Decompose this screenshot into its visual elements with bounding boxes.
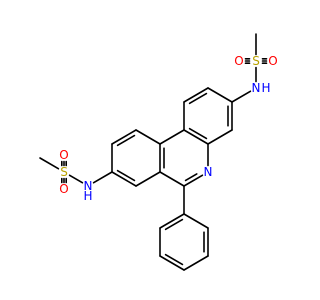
- bond-a2-r1-inner: [188, 92, 208, 105]
- bond-N1-a3: [231, 90, 252, 103]
- bond-layer: [39, 33, 268, 271]
- bond-N5-C6: [183, 174, 204, 187]
- bond-b6-r2: [159, 129, 185, 145]
- atom-label-n5: N: [204, 165, 213, 179]
- bond-N5-C6-inner: [184, 173, 198, 182]
- bond-C6-b1: [159, 171, 185, 187]
- atom-label-s2: S: [60, 165, 68, 179]
- bond-b2-b3: [111, 171, 137, 187]
- atom-label-o4: O: [59, 182, 68, 196]
- bond-S2-C2: [39, 157, 60, 170]
- bond-b3-N2: [92, 171, 113, 184]
- atom-label-n1: N: [252, 81, 261, 95]
- bond-b5-b6: [135, 129, 161, 145]
- bond-a3-a2: [207, 87, 233, 103]
- bond-r2-a4a-inner: [188, 127, 208, 140]
- bond-b4-b5: [111, 129, 137, 145]
- bond-p1-p2-inner: [164, 218, 184, 231]
- bond-b1-b2: [135, 171, 161, 187]
- atom-label-h2: H: [83, 189, 92, 203]
- bond-p6-p1: [183, 213, 209, 229]
- bond-p4-p5: [183, 255, 209, 271]
- atom-label-n2: N: [84, 179, 93, 193]
- bond-b4-b5-inner: [116, 134, 136, 147]
- bond-p3-p4: [159, 255, 185, 271]
- bond-p1-p2: [159, 213, 185, 229]
- bond-p3-p4-inner: [164, 253, 184, 266]
- atom-label-h1: H: [261, 81, 270, 95]
- atom-label-s1: S: [252, 54, 260, 68]
- bond-a4a-a4: [207, 129, 233, 145]
- bond-N2-S2: [68, 174, 84, 184]
- bond-b2-b3-inner: [116, 169, 136, 182]
- atom-label-o3: O: [59, 148, 68, 162]
- bond-a2-r1: [183, 87, 209, 103]
- atom-label-o2: O: [268, 54, 277, 68]
- atom-label-o1: O: [234, 54, 243, 68]
- bond-r2-a4a: [183, 129, 209, 145]
